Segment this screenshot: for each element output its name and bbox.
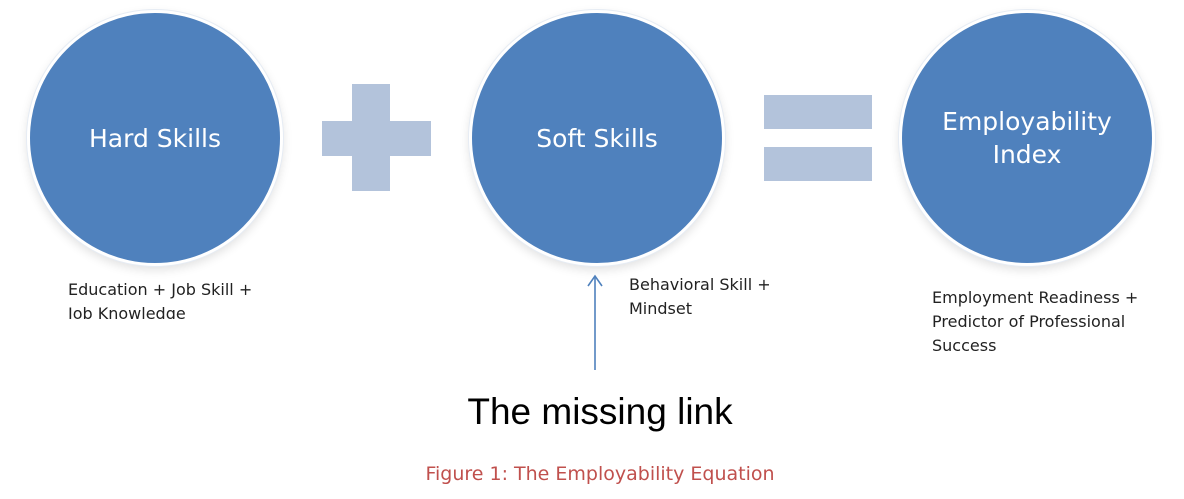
missing-link-label: The missing link [467,391,733,432]
hard-skills-label: Hard Skills [89,123,221,153]
soft-skills-circle: Soft Skills [469,10,725,266]
soft-skills-note: Behavioral Skill + Mindset [629,275,771,318]
hard-skills-circle: Hard Skills [27,10,283,266]
arrow-head [587,274,603,287]
soft-skills-label: Soft Skills [536,123,658,153]
equals-sign-bottom-bar [764,147,872,181]
employability-index-label: Employability Index [942,107,1112,169]
equals-sign-top-bar [764,95,872,129]
employability-index-circle: Employability Index [899,10,1155,266]
up-arrow-icon [587,274,603,370]
employability-index-note: Employment Readiness + Predictor of Prof… [932,288,1139,355]
figure-caption: Figure 1: The Employability Equation [425,463,775,485]
plus-sign-vertical-bar [352,84,390,191]
hard-skills-note: Education + Job Skill + Job Knowledge [68,280,253,319]
